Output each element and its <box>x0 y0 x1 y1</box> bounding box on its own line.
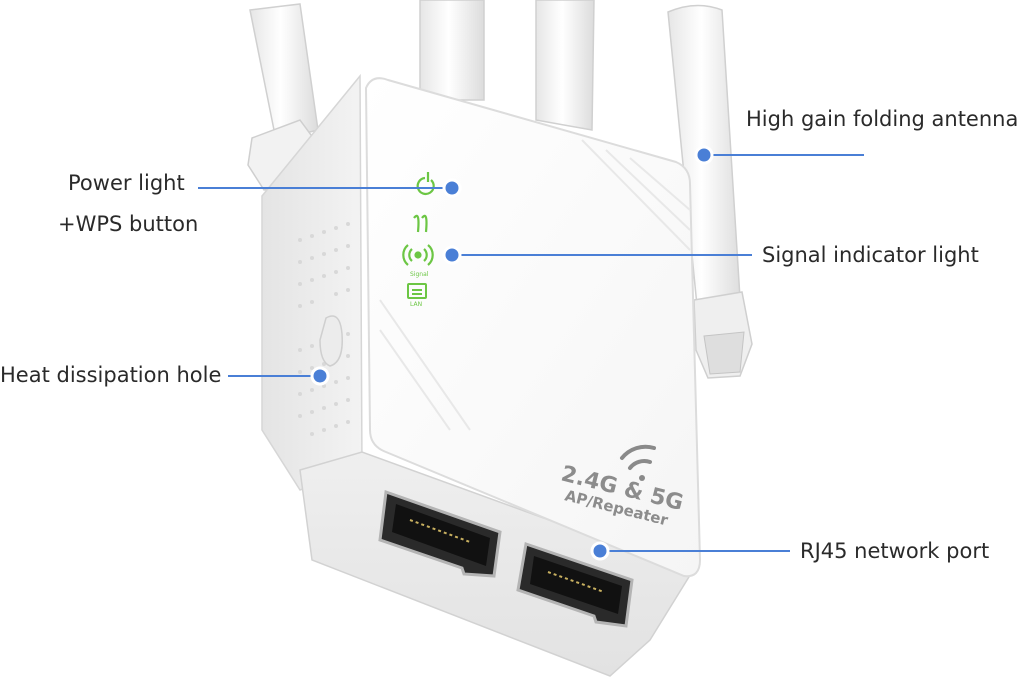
callout-dot-icon <box>590 541 610 561</box>
label-high-gain-antenna: High gain folding antenna <box>746 107 1019 131</box>
label-signal-indicator-light: Signal indicator light <box>762 243 979 267</box>
lan-led-icon <box>407 283 427 299</box>
label-power-light: Power light <box>68 171 185 195</box>
antenna-3 <box>535 0 595 131</box>
antenna-group <box>247 0 753 379</box>
power-led-icon <box>416 172 435 196</box>
antenna-4 <box>667 4 743 337</box>
wps-button[interactable] <box>319 315 343 367</box>
callout-dot-icon <box>442 245 462 265</box>
signal-led-icon <box>402 244 434 266</box>
label-heat-dissipation-hole: Heat dissipation hole <box>0 363 222 387</box>
signal-led-label: Signal <box>410 271 429 278</box>
callout-dot-icon <box>310 366 330 386</box>
callouts <box>198 154 864 552</box>
label-wps-button: +WPS button <box>58 212 199 236</box>
wifi-icon <box>620 444 656 481</box>
rj45-port-2[interactable] <box>516 542 634 628</box>
repeater-body: Signal LAN 2.4G & 5G AP/Repeater <box>261 73 702 677</box>
wps-led-icon <box>413 214 428 233</box>
label-rj45-network-port: RJ45 network port <box>800 539 990 563</box>
rj45-port-1[interactable] <box>378 489 502 578</box>
antenna-2 <box>419 0 485 101</box>
callout-dot-icon <box>442 178 462 198</box>
led-indicators: Signal LAN <box>402 172 435 308</box>
callout-dot-icon <box>694 145 714 165</box>
callout-dots <box>310 145 714 561</box>
antenna-1 <box>249 3 319 141</box>
lan-led-label: LAN <box>410 301 422 308</box>
